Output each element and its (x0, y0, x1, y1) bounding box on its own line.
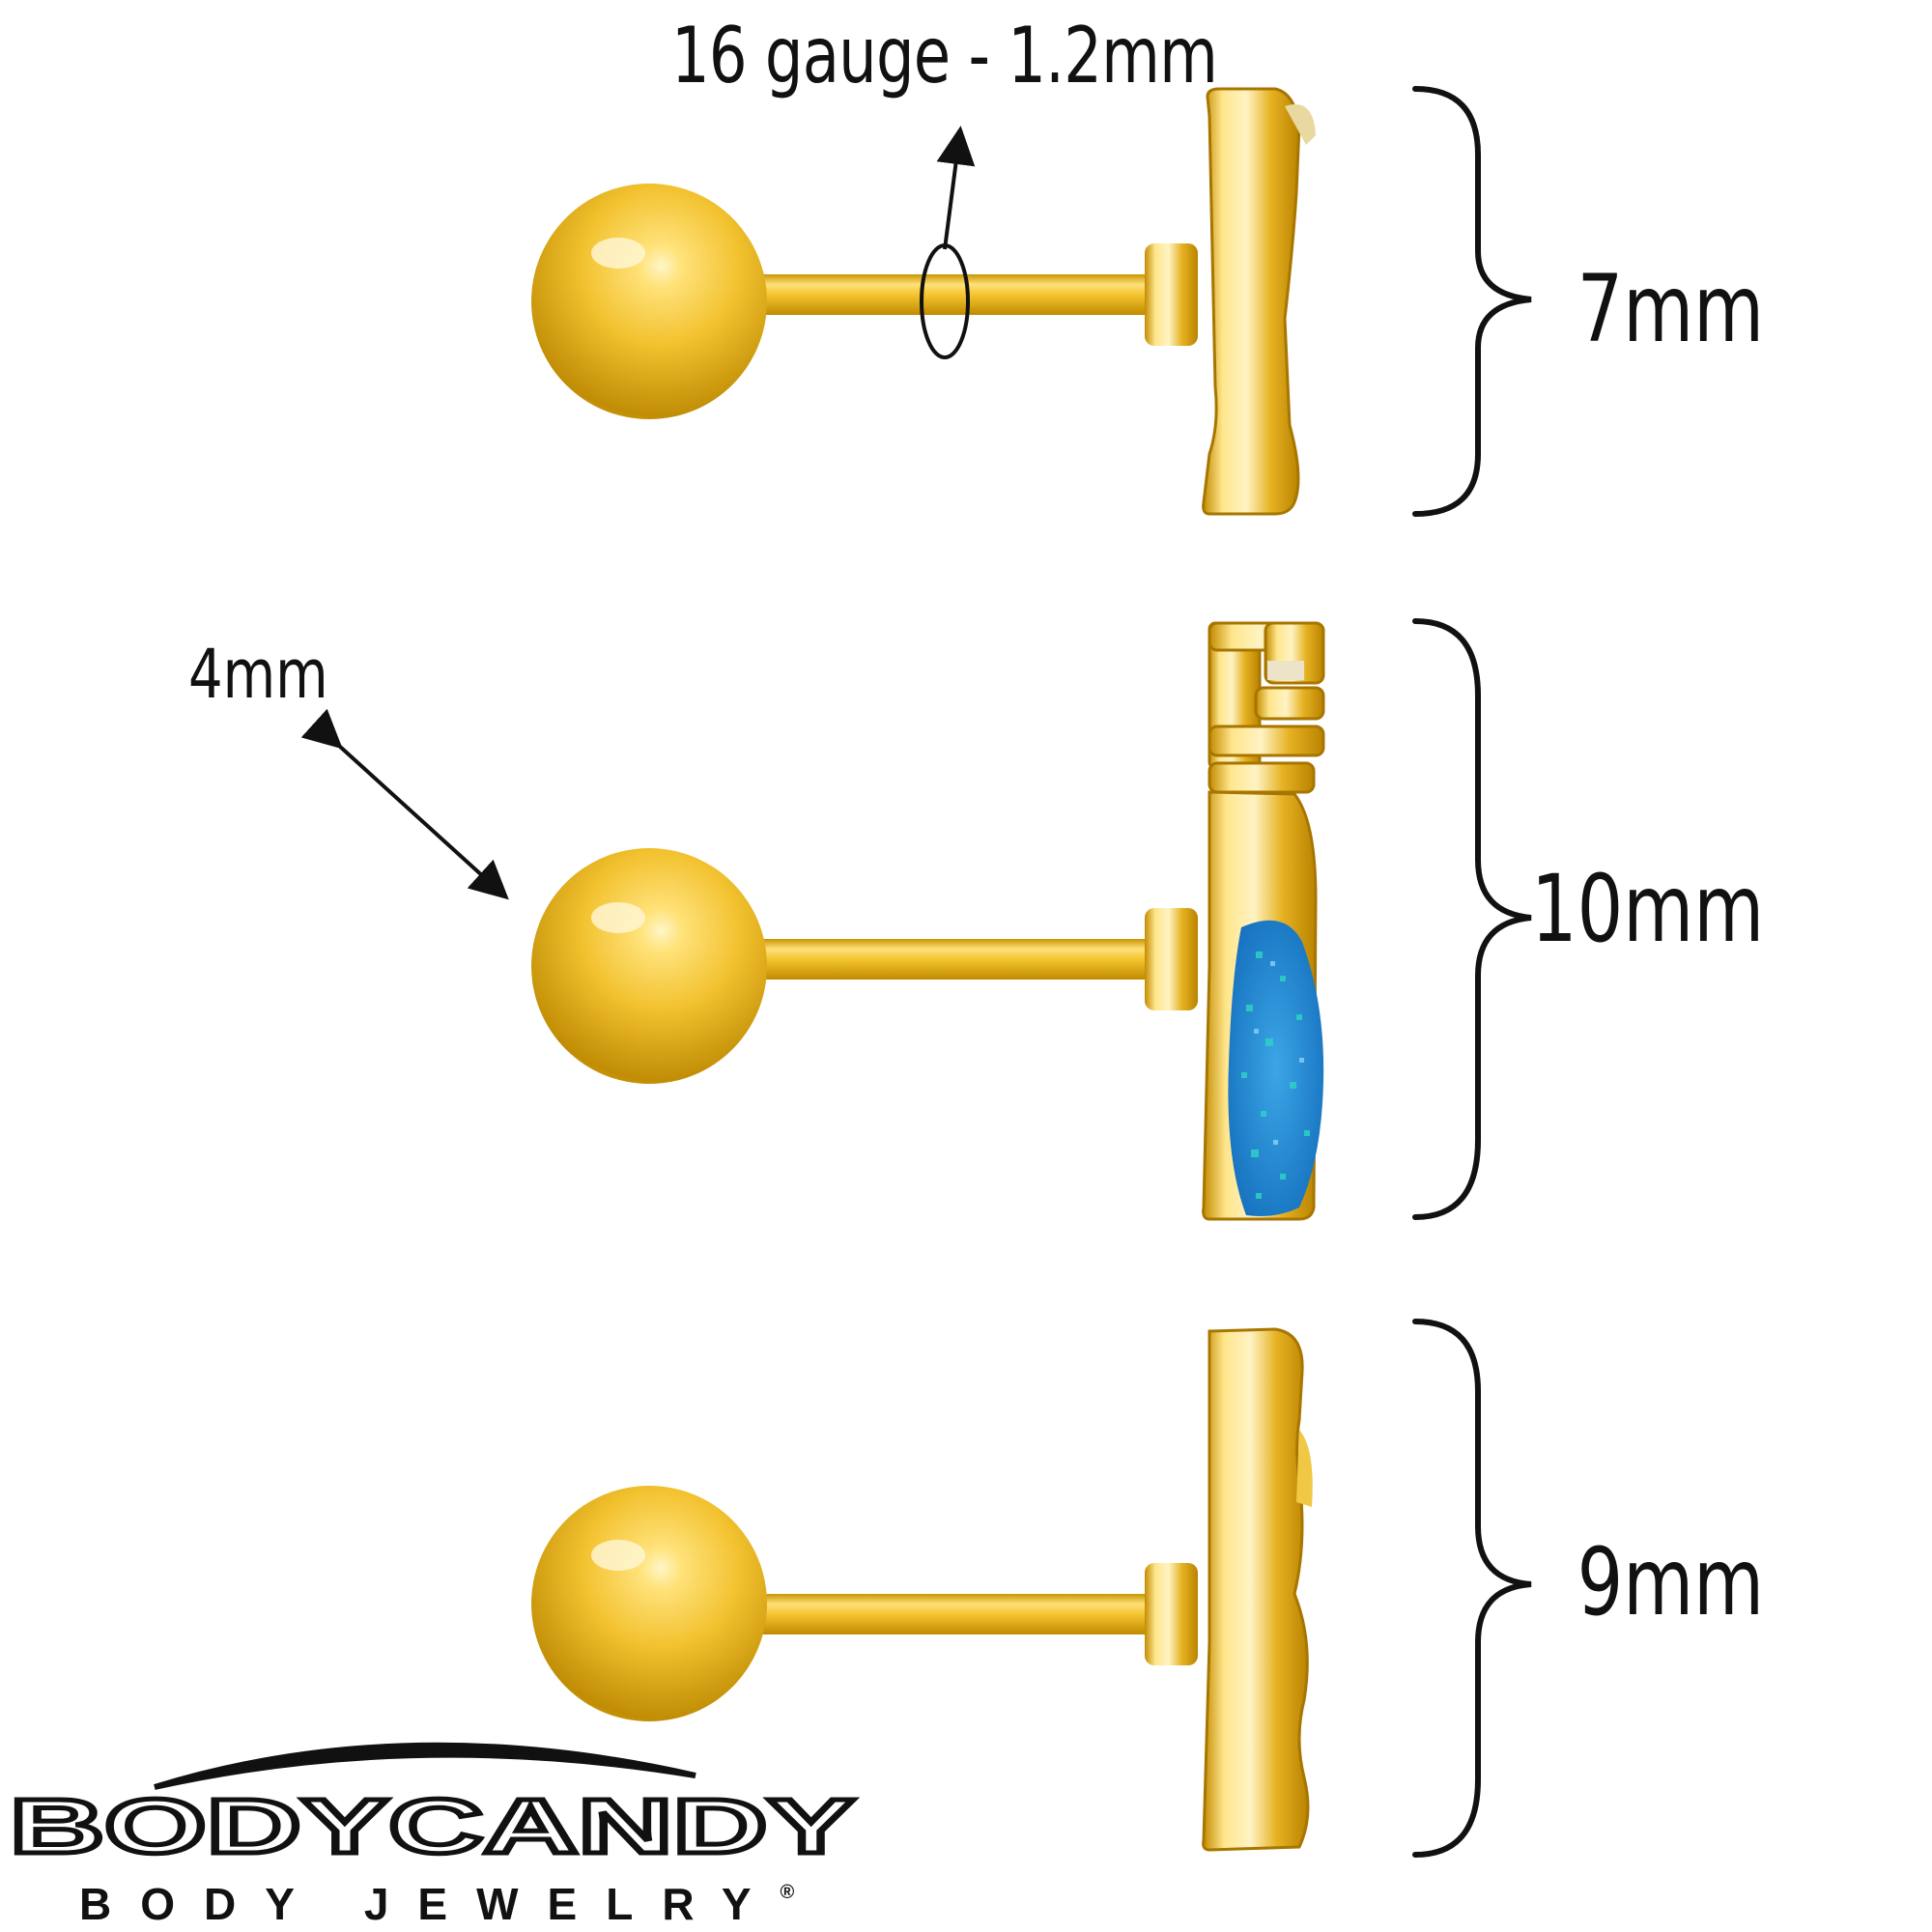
brand-wordmark-text: BODYCANDY (10, 1795, 855, 1862)
length-label-top: 7mm (1577, 255, 1764, 363)
opal-stone (1228, 920, 1324, 1216)
post-collar (1145, 243, 1198, 346)
barbell-post (753, 939, 1150, 980)
registered-mark: ® (780, 1882, 795, 1903)
length-brackets (1412, 86, 1532, 1858)
piercing-bottom (531, 1327, 1313, 1852)
length-label-bottom: 9mm (1577, 1528, 1764, 1636)
gauge-label: 16 gauge - 1.2mm (671, 11, 1218, 100)
bracket-bottom (1412, 1319, 1532, 1858)
post-collar (1145, 908, 1198, 1010)
ball-end (531, 1486, 767, 1721)
piercing-top (531, 87, 1316, 516)
brand-swoosh (154, 1742, 696, 1790)
opal-sparkles (1241, 952, 1310, 1199)
brand-tagline-text: BODY JEWELRY (79, 1879, 781, 1929)
post-collar (1145, 1563, 1198, 1665)
bracket-middle (1412, 618, 1532, 1220)
brand-logo: BODYCANDY (10, 1795, 858, 1862)
bracket-top (1412, 86, 1532, 517)
piercing-middle (531, 621, 1325, 1221)
ball-size-label: 4mm (188, 635, 328, 714)
barbell-post (753, 274, 1150, 315)
barbell-post (753, 1594, 1150, 1634)
brand-tagline: BODY JEWELRY® (79, 1878, 794, 1930)
ball-end (531, 184, 767, 419)
charm-plate (1202, 87, 1301, 516)
charm-plate (1202, 1327, 1310, 1852)
ball-size-arrow (300, 708, 509, 900)
length-label-middle: 10mm (1530, 855, 1764, 963)
ball-end (531, 848, 767, 1084)
gauge-indicator (920, 126, 976, 359)
